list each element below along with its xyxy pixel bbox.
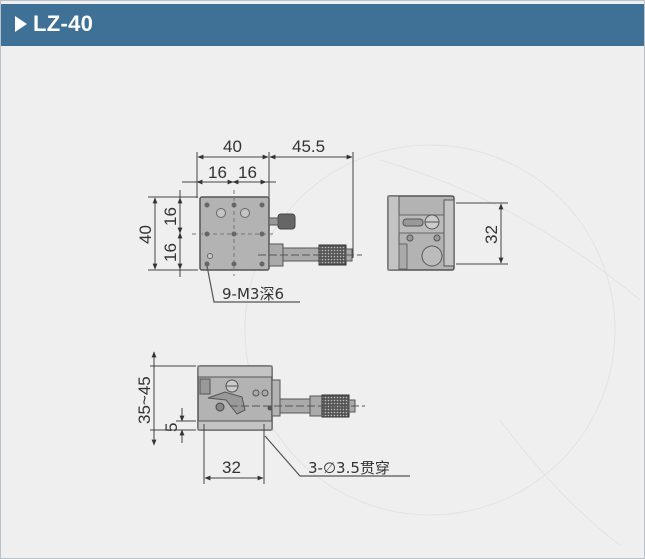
dim-32-end: 32 <box>482 225 501 244</box>
side-view: 35~45 5 32 3-∅3.5贯穿 <box>135 351 410 484</box>
top-view: 40 45.5 16 16 40 16 16 9-M3深6 <box>136 137 362 303</box>
play-triangle-icon <box>15 16 27 32</box>
note-3-hole: 3-∅3.5贯穿 <box>308 459 390 477</box>
dim-16-right: 16 <box>238 163 257 182</box>
dim-16-bottom: 16 <box>161 243 180 262</box>
dim-16-left: 16 <box>208 163 227 182</box>
dim-5: 5 <box>162 423 181 432</box>
dim-35-45: 35~45 <box>135 376 154 424</box>
note-9-m3: 9-M3深6 <box>222 285 284 303</box>
header-bar: LZ-40 <box>1 4 644 46</box>
dim-32-side: 32 <box>222 458 241 477</box>
dim-width-40: 40 <box>223 137 242 156</box>
dim-height-40: 40 <box>136 225 155 244</box>
watermark <box>244 144 641 546</box>
dim-16-top: 16 <box>161 207 180 226</box>
dim-45-5: 45.5 <box>292 137 325 156</box>
product-title-text: LZ-40 <box>33 11 94 36</box>
product-title: LZ-40 <box>15 11 93 37</box>
end-view: 32 <box>387 195 508 271</box>
